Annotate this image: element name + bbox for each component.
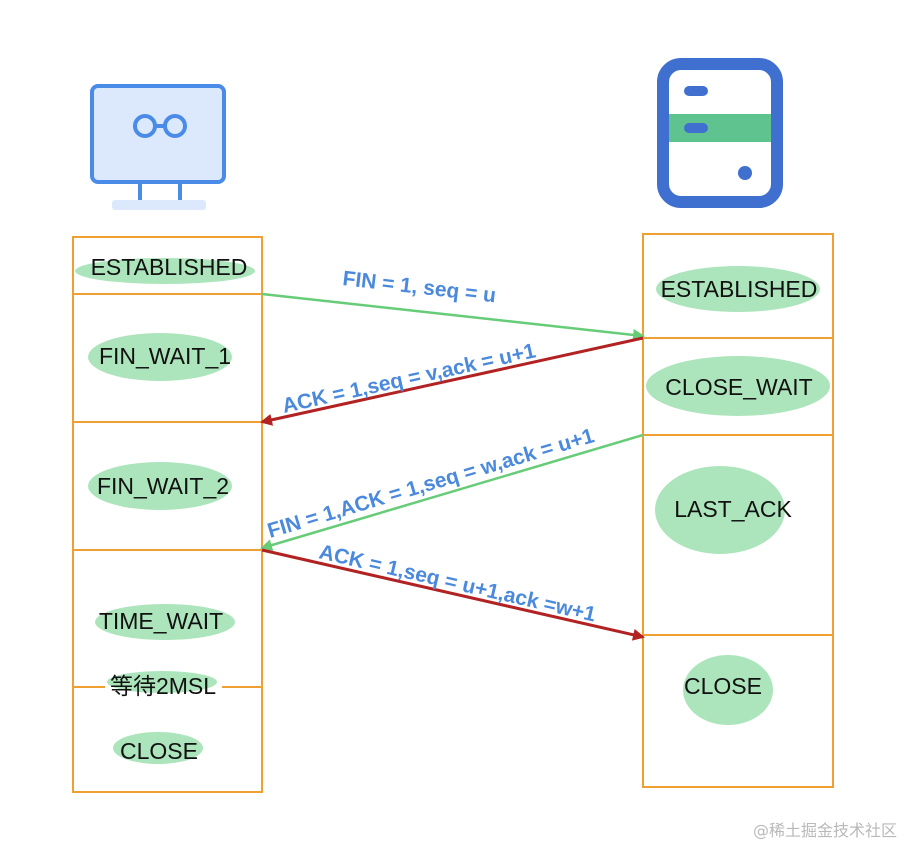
message-label-fin-2: FIN = 1,ACK = 1,seq = w,ack = u+1 bbox=[265, 424, 597, 543]
server-state-established: ESTABLISHED bbox=[661, 276, 818, 302]
client-state-fin-wait-2: FIN_WAIT_2 bbox=[97, 473, 229, 499]
client-state-wait-2msl: 等待2MSL bbox=[110, 673, 216, 699]
desktop-computer-icon bbox=[90, 84, 226, 210]
message-label-ack-1: ACK = 1,seq = v,ack = u+1 bbox=[280, 339, 538, 418]
server-state-column bbox=[642, 233, 834, 788]
message-arrow-fin-2 bbox=[260, 433, 644, 551]
client-state-time-wait: TIME_WAIT bbox=[99, 608, 223, 634]
server-icon bbox=[657, 58, 783, 208]
message-arrow-ack-1 bbox=[260, 336, 644, 426]
highlight-marks bbox=[75, 258, 830, 764]
watermark: @稀土掘金技术社区 bbox=[752, 821, 897, 840]
server-state-close-wait: CLOSE_WAIT bbox=[665, 374, 812, 400]
message-label-ack-2: ACK = 1,seq = u+1,ack =w+1 bbox=[317, 540, 598, 626]
server-box-close bbox=[642, 634, 834, 788]
client-state-close: CLOSE bbox=[120, 738, 198, 764]
message-arrow-ack-2 bbox=[261, 548, 645, 641]
client-state-established: ESTABLISHED bbox=[91, 254, 248, 280]
client-box-time-wait bbox=[72, 549, 263, 793]
message-label-fin-1: FIN = 1, seq = u bbox=[341, 267, 497, 307]
client-state-fin-wait-1: FIN_WAIT_1 bbox=[99, 343, 231, 369]
server-state-last-ack: LAST_ACK bbox=[674, 496, 792, 522]
server-state-close: CLOSE bbox=[684, 673, 762, 699]
message-arrow-fin-1 bbox=[261, 292, 645, 341]
client-state-column bbox=[72, 236, 263, 793]
